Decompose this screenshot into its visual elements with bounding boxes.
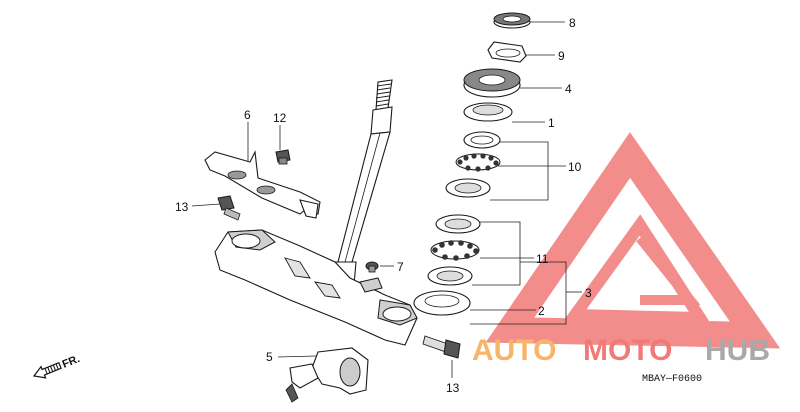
callout-4: 4 [565,82,572,96]
front-direction-label: FR. [61,353,82,371]
callout-13-upper: 13 [175,200,189,214]
callout-6: 6 [244,108,251,122]
screw-7 [365,261,379,273]
lower-bearing-set-11 [427,214,481,286]
callout-8: 8 [569,16,576,30]
callout-2: 2 [538,304,545,318]
watermark-logo [485,132,781,349]
lock-nut-8 [493,12,531,29]
bolt-12 [275,149,291,165]
bottom-bridge [214,229,418,346]
adjusting-nut-4 [463,68,521,98]
front-direction-indicator: FR. [32,353,82,379]
callout-10: 10 [568,160,582,174]
watermark-text: AUTO MOTO HUB [472,334,770,367]
lock-washer-9 [487,41,527,63]
watermark-auto: AUTO [472,334,556,367]
callout-1: 1 [548,116,555,130]
bolt-13-upper [217,195,241,221]
callout-9: 9 [558,49,565,63]
callout-7: 7 [397,260,404,274]
watermark-hub: HUB [705,334,770,367]
steering-lock-5 [285,347,369,403]
callout-12: 12 [273,111,287,125]
callouts: 8 9 4 1 10 11 2 3 6 12 13 7 5 13 [175,16,592,395]
callout-13-lower: 13 [446,381,460,395]
dust-seal-2 [413,290,471,316]
callout-3: 3 [585,286,592,300]
dust-seal-1 [463,102,513,122]
watermark-moto: MOTO [583,334,672,367]
callout-5: 5 [266,350,273,364]
bolt-13-lower [422,335,461,359]
brake-hose-bracket [204,150,321,219]
leader-lines [191,21,582,378]
front-arrow-icon [32,361,62,379]
callout-11: 11 [536,252,549,266]
upper-bearing-set-10 [445,131,501,198]
drawing-code: MBAY—F0600 [642,374,702,385]
